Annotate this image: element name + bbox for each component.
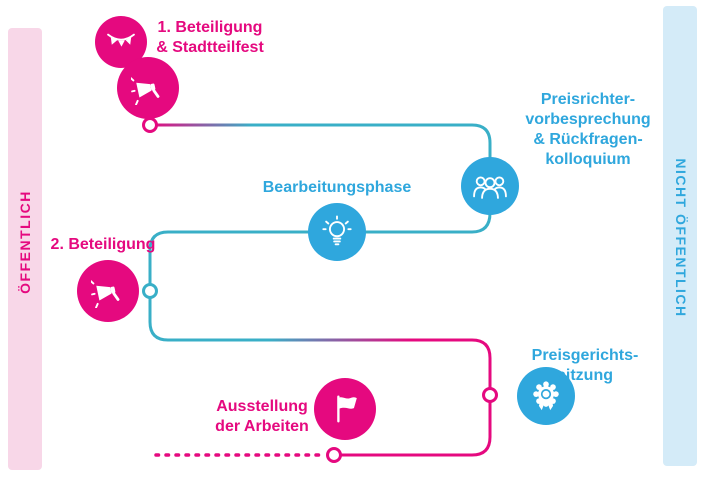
flow-segment-4 xyxy=(341,402,492,457)
label-line: Ausstellung xyxy=(216,398,308,415)
flow-segment-2 xyxy=(148,212,492,284)
label-ausstellung: Ausstellung der Arbeiten xyxy=(197,397,327,437)
label-preisgerichtssitzung: Preisgerichts- sitzung xyxy=(515,346,655,386)
label-line: 2. Beteiligung xyxy=(50,236,156,253)
flow-node-4 xyxy=(326,447,342,463)
label-line: 1. Beteiligung xyxy=(157,19,263,36)
label-line: Preisgerichts- xyxy=(531,347,639,364)
megaphone-icon xyxy=(117,57,179,119)
flow-node-1 xyxy=(142,117,158,133)
flow-node-2 xyxy=(142,283,158,299)
medal-icon xyxy=(517,367,575,425)
flag-icon xyxy=(314,378,376,440)
label-line: & Rückfragen- xyxy=(533,131,643,148)
label-line: vorbesprechung xyxy=(525,111,651,128)
label-bearbeitungsphase: Bearbeitungsphase xyxy=(252,178,422,198)
label-line: Bearbeitungsphase xyxy=(262,179,412,196)
flow-node-3 xyxy=(482,387,498,403)
label-line: Preisrichter- xyxy=(540,91,636,108)
megaphone-icon xyxy=(77,260,139,322)
label-line: sitzung xyxy=(557,367,613,384)
people-icon xyxy=(461,157,519,215)
label-line: & Stadtteilfest xyxy=(156,39,264,56)
flow-segment-3 xyxy=(148,298,492,388)
flow-segment-1 xyxy=(150,123,492,160)
label-line: der Arbeiten xyxy=(215,418,309,435)
lightbulb-icon xyxy=(308,203,366,261)
nicht-oeffentlich-band xyxy=(663,6,697,466)
label-line: kolloquium xyxy=(545,151,631,168)
label-beteiligung-2: 2. Beteiligung xyxy=(38,235,168,255)
label-vorbesprechung: Preisrichter- vorbesprechung & Rückfrage… xyxy=(508,90,668,170)
label-beteiligung-1: 1. Beteiligung & Stadtteilfest xyxy=(144,18,276,58)
oeffentlich-band xyxy=(8,28,42,470)
